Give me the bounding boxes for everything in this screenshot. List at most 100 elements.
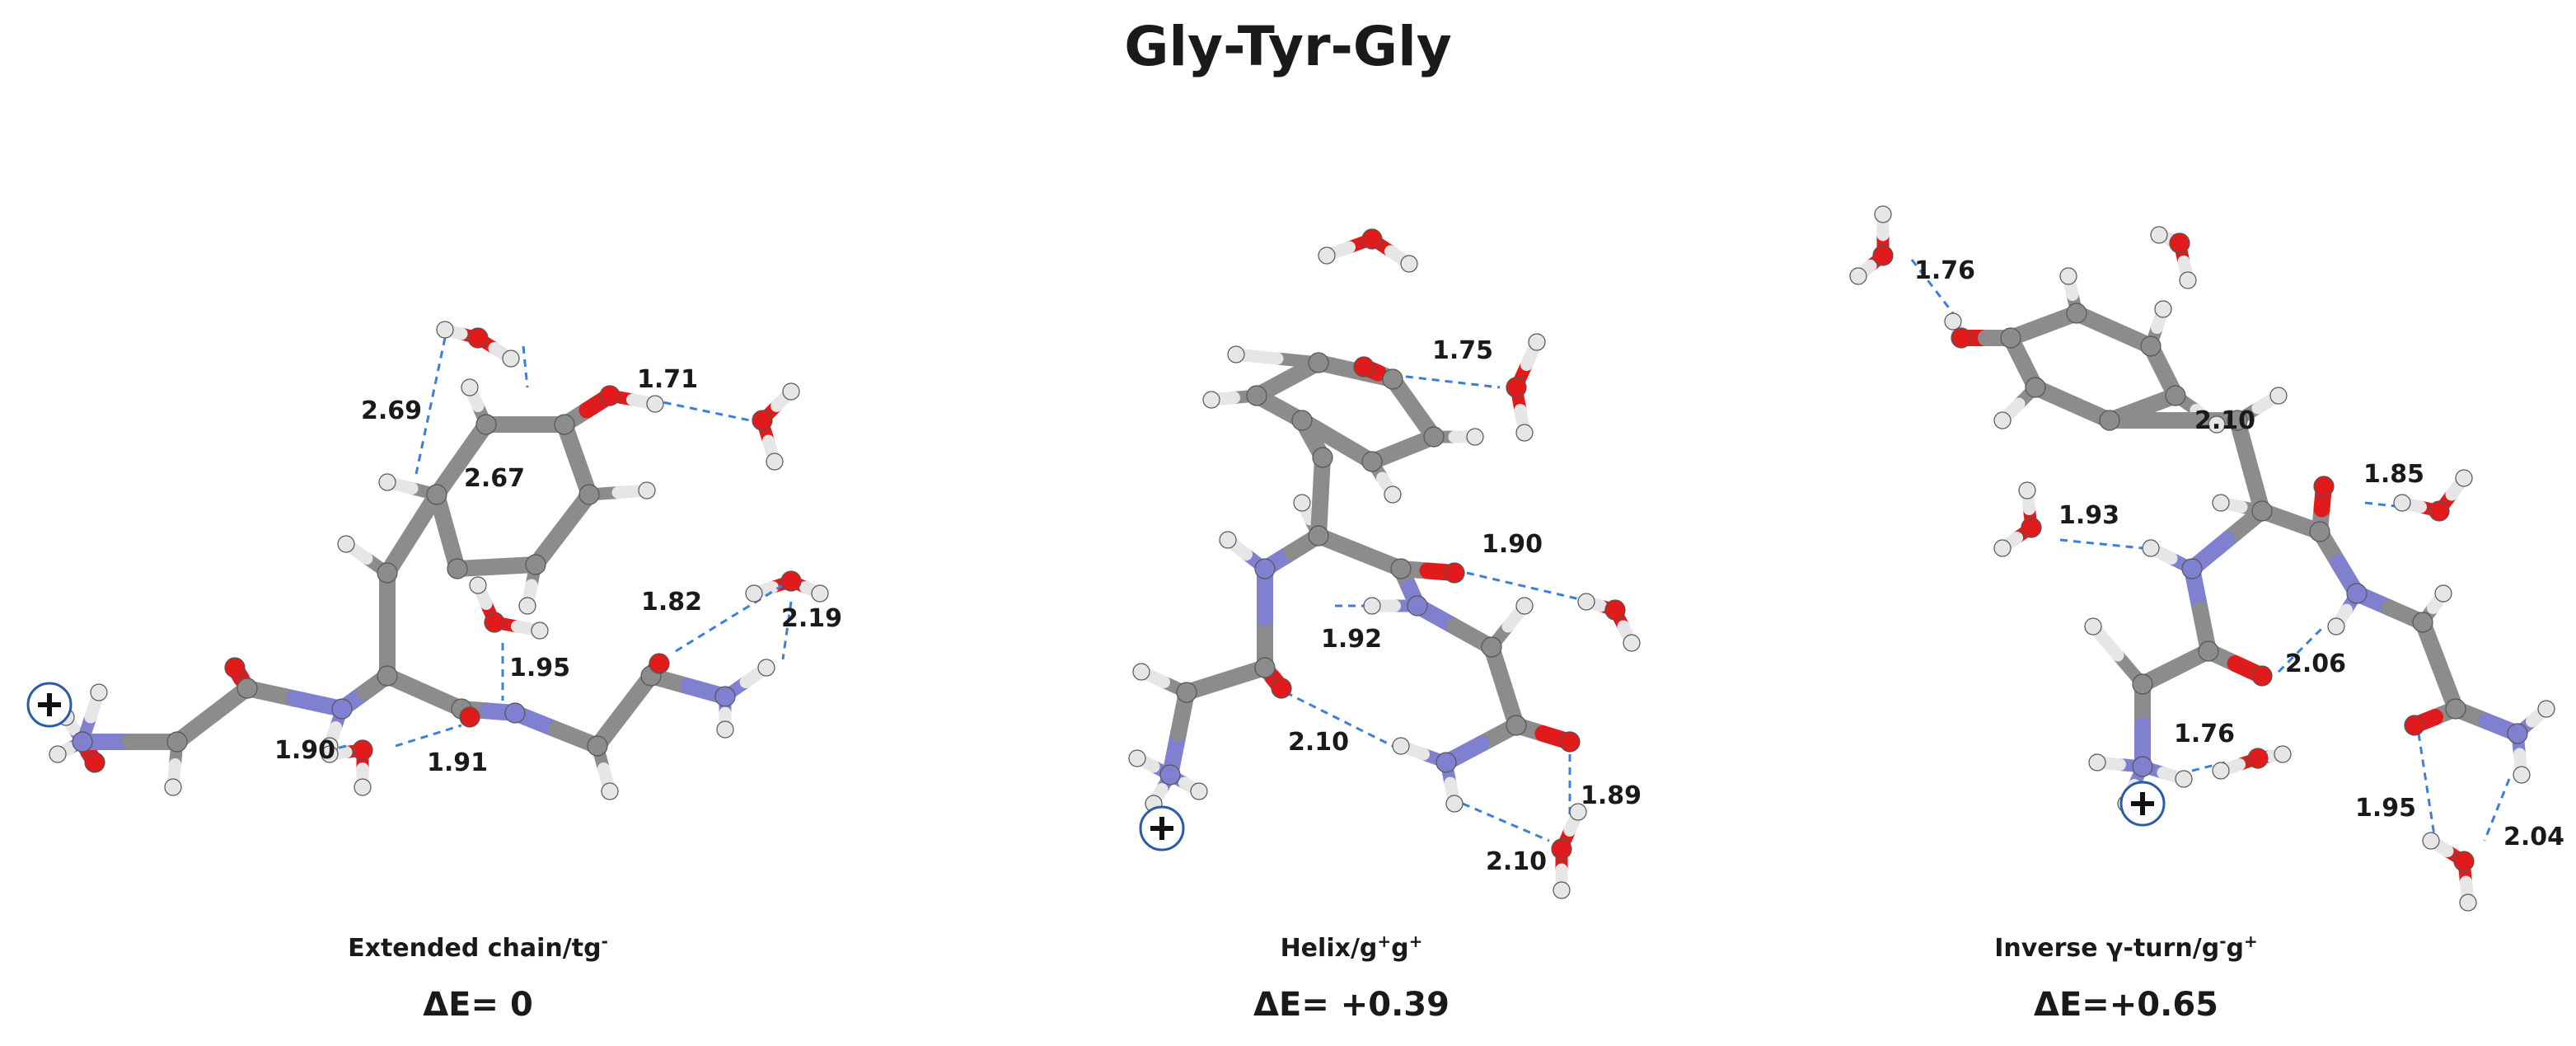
distance-label: 1.95	[2355, 794, 2416, 823]
hydrogen-atom	[2274, 745, 2292, 763]
hydrogen-bond-line	[1392, 373, 1501, 389]
distance-label: 2.67	[464, 464, 525, 493]
hydrogen-atom	[49, 745, 67, 763]
distance-label: 2.04	[2503, 823, 2564, 851]
hydrogen-atom	[1293, 494, 1311, 512]
distance-label: 1.92	[1321, 625, 1382, 654]
distance-label: 1.90	[1482, 530, 1543, 559]
hydrogen-atom	[782, 382, 800, 401]
hydrogen-bond-line	[2483, 778, 2511, 842]
oxygen-atom	[649, 653, 670, 674]
carbon-atom	[1361, 451, 1383, 472]
charge-markers	[26, 682, 2166, 851]
carbon-atom	[1246, 385, 1267, 406]
carbon-atom	[1312, 447, 1333, 468]
hydrogen-atom	[1528, 333, 1546, 351]
hydrogen-atom	[1227, 345, 1245, 364]
carbon-atom	[1308, 352, 1329, 373]
hydrogen-bond-line	[395, 724, 462, 748]
carbon-atom	[1308, 525, 1329, 546]
carbon-atom	[447, 558, 468, 579]
hydrogen-atom	[716, 720, 734, 739]
carbon-atom	[377, 665, 398, 687]
distance-label: 1.71	[637, 365, 698, 394]
hydrogen-atom	[1219, 531, 1237, 549]
hydrogen-atom	[436, 321, 454, 339]
oxygen-atom	[2169, 232, 2190, 254]
oxygen-atom	[467, 327, 489, 349]
oxygen-atom	[1951, 327, 1972, 349]
hydrogen-bond-line	[522, 345, 529, 388]
hydrogen-atom	[2212, 494, 2230, 512]
conformer-label-helix: Helix/g+g+	[1280, 931, 1423, 963]
hydrogen-atom	[601, 782, 619, 800]
nitrogen-atom	[331, 698, 353, 720]
hydrogen-atom	[2088, 753, 2106, 772]
hydrogen-atom	[1993, 411, 2012, 429]
hydrogen-atom	[2459, 894, 2477, 912]
hydrogen-bond-line	[1285, 691, 1393, 748]
hydrogen-atom	[2084, 617, 2102, 636]
carbon-atom	[2309, 521, 2330, 542]
distance-label: 1.85	[2363, 460, 2424, 489]
energy-label-helix: ΔE= +0.39	[1253, 986, 1450, 1024]
carbon-atom	[237, 678, 258, 699]
distance-label: 2.10	[1288, 728, 1349, 757]
hydrogen-atom	[2393, 494, 2411, 512]
hydrogen-atom	[337, 535, 355, 553]
carbon-atom	[2132, 673, 2153, 695]
carbon-atom	[1254, 657, 1276, 678]
carbon-atom	[1390, 558, 1412, 579]
carbon-atom	[2025, 377, 2046, 398]
oxygen-atom	[2247, 748, 2269, 769]
carbon-atom	[1382, 368, 1403, 390]
nitrogen-atom	[1159, 764, 1181, 786]
hydrogen-atom	[90, 683, 108, 701]
oxygen-atom	[2453, 851, 2475, 872]
oxygen-atom	[1271, 678, 1292, 699]
nitrogen-atom	[714, 686, 736, 707]
hydrogen-bond-line	[781, 601, 793, 660]
carbon-atom	[578, 484, 600, 505]
hydrogen-atom	[1363, 597, 1381, 615]
carbon-atom	[2000, 327, 2021, 349]
carbon-atom	[1176, 682, 1197, 703]
distance-label: 1.95	[509, 654, 570, 682]
hydrogen-atom	[1392, 737, 1410, 755]
oxygen-atom	[84, 752, 105, 773]
conformer-label-extended: Extended chain/tg-	[348, 931, 608, 963]
hydrogen-atom	[1515, 424, 1534, 442]
hydrogen-atom	[2434, 584, 2452, 603]
distance-label: 2.06	[2285, 650, 2346, 678]
hydrogen-atom	[757, 659, 775, 677]
hydrogen-atom	[2513, 766, 2531, 784]
distance-label: 1.76	[2174, 720, 2235, 748]
carbon-atom	[2445, 698, 2466, 720]
carbon-atom	[2412, 612, 2433, 633]
hydrogen-bond-line	[650, 398, 751, 422]
energy-label-extended: ΔE= 0	[423, 986, 533, 1024]
hydrogen-atom	[164, 778, 182, 796]
hydrogen-bond-line	[1462, 802, 1550, 842]
hydrogen-atom	[1515, 597, 1534, 615]
oxygen-atom	[780, 570, 802, 592]
hydrogen-atom	[1190, 782, 1208, 800]
atoms	[49, 205, 2555, 912]
hydrogen-atom	[518, 597, 536, 615]
hydrogen-atom	[2018, 481, 2036, 500]
carbon-atom	[1506, 715, 1527, 736]
hydrogen-atom	[531, 622, 549, 640]
hydrogen-atom	[2269, 387, 2288, 405]
hydrogen-atom	[321, 745, 339, 763]
oxygen-atom	[2404, 715, 2425, 736]
oxygen-atom	[2428, 500, 2450, 522]
hydrogen-atom	[745, 584, 763, 603]
carbon-atom	[166, 731, 188, 753]
covalent-bonds	[51, 208, 2553, 909]
distance-label: 2.10	[2194, 406, 2255, 435]
hydrogen-atom	[811, 584, 829, 603]
hydrogen-atom	[2537, 700, 2555, 718]
distance-label: 1.76	[1914, 256, 1975, 285]
oxygen-atom	[1444, 562, 1465, 584]
